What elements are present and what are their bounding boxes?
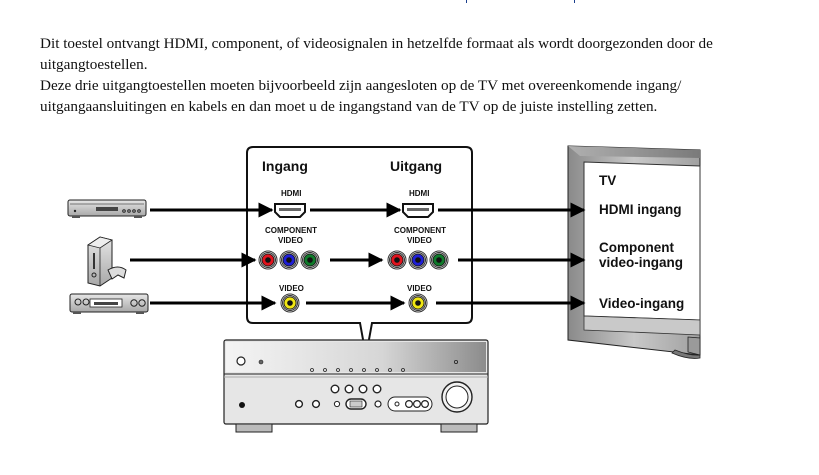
av-receiver-illustration xyxy=(223,339,489,433)
output-heading: Uitgang xyxy=(390,158,442,174)
hdmi-out-jack-icon xyxy=(402,203,434,218)
tv-illustration: TV HDMI ingang Component video-ingang Vi… xyxy=(567,145,701,359)
paragraph-line: uitgangaansluitingen en kabels en dan mo… xyxy=(40,98,658,115)
receiver-indicator-led xyxy=(362,368,366,372)
intro-paragraph: Dit toestel ontvangt HDMI, component, of… xyxy=(40,33,800,75)
receiver-indicator-led xyxy=(375,368,379,372)
component-out-red-jack-icon xyxy=(387,250,407,270)
paragraph-line: Deze drie uitgangtoestellen moeten bijvo… xyxy=(40,77,682,94)
component-out-green-jack-icon xyxy=(429,250,449,270)
component-in-label: COMPONENT xyxy=(265,226,317,235)
receiver-indicator-led xyxy=(349,368,353,372)
component-in-blue-jack-icon xyxy=(279,250,299,270)
receiver-indicator-led xyxy=(323,368,327,372)
tv-component-input-label: Component xyxy=(599,240,674,255)
receiver-indicator-led xyxy=(388,368,392,372)
page-mark xyxy=(574,0,575,3)
hdmi-in-jack-icon xyxy=(274,203,306,218)
instruction-paragraph: Deze drie uitgangtoestellen moeten bijvo… xyxy=(40,75,800,117)
page-mark xyxy=(466,0,467,3)
receiver-scene-button xyxy=(344,384,354,394)
component-out-label-line2: VIDEO xyxy=(407,236,432,245)
video-out-jack-icon xyxy=(408,293,428,313)
video-out-label: VIDEO xyxy=(407,284,432,293)
component-in-green-jack-icon xyxy=(300,250,320,270)
receiver-indicator-led xyxy=(310,368,314,372)
game-console-icon xyxy=(87,236,127,287)
component-in-label-line2: VIDEO xyxy=(278,236,303,245)
paragraph-line: uitgangtoestellen. xyxy=(40,56,148,73)
hdmi-out-label: HDMI xyxy=(409,189,429,198)
input-heading: Ingang xyxy=(262,158,308,174)
video-in-jack-icon xyxy=(280,293,300,313)
tv-hdmi-input-label: HDMI ingang xyxy=(599,202,682,217)
tv-video-input-label: Video-ingang xyxy=(599,296,684,311)
receiver-scene-button xyxy=(358,384,368,394)
paragraph-line: Dit toestel ontvangt HDMI, component, of… xyxy=(40,35,713,52)
tv-component-input-label-line2: video-ingang xyxy=(599,255,683,270)
component-out-blue-jack-icon xyxy=(408,250,428,270)
tv-title: TV xyxy=(599,173,616,188)
receiver-indicator-led xyxy=(401,368,405,372)
component-in-red-jack-icon xyxy=(258,250,278,270)
vcr-icon xyxy=(69,293,149,314)
receiver-scene-button xyxy=(372,384,382,394)
receiver-indicator-led xyxy=(336,368,340,372)
hdmi-in-label: HDMI xyxy=(281,189,301,198)
component-out-label: COMPONENT xyxy=(394,226,446,235)
bd-dvd-player-icon xyxy=(67,199,147,218)
video-in-label: VIDEO xyxy=(279,284,304,293)
receiver-scene-button xyxy=(330,384,340,394)
